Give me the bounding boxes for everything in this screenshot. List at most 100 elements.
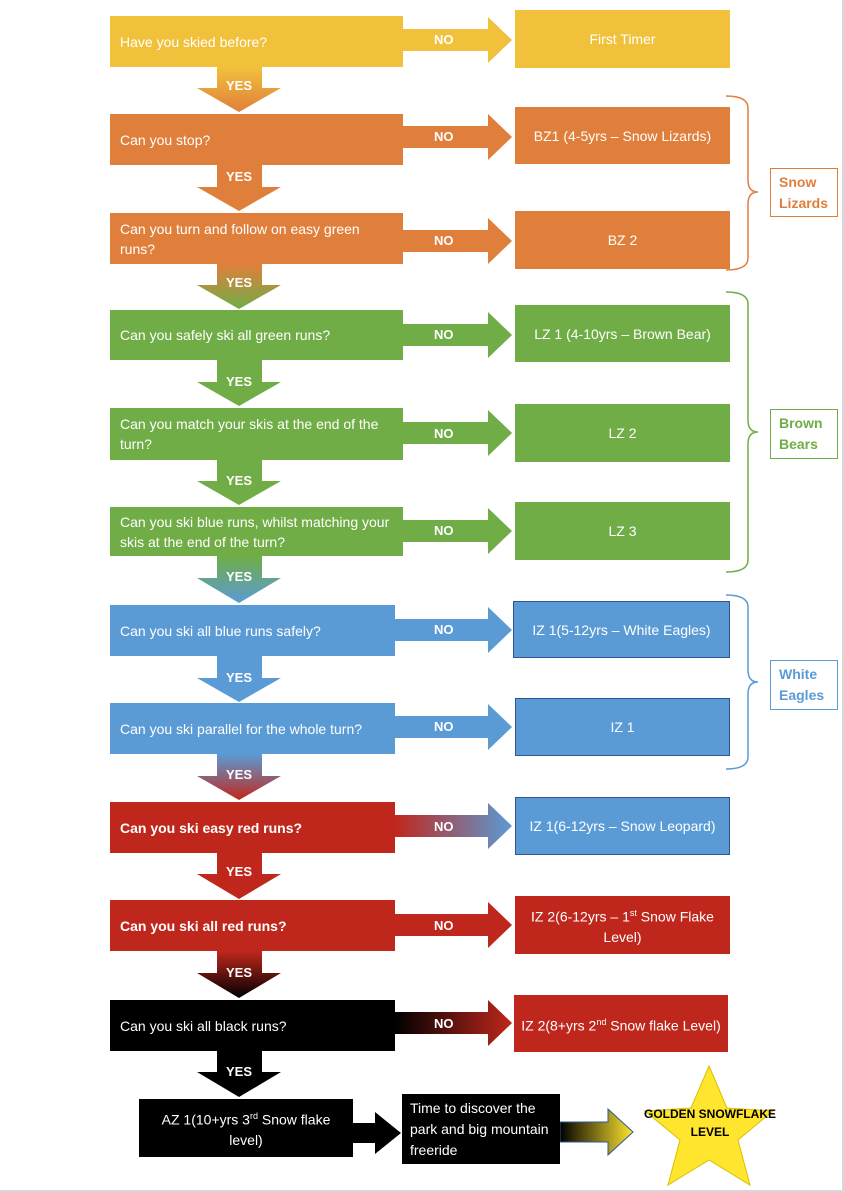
result-text: IZ 1	[610, 719, 635, 735]
group-label-brown-bears: Brown Bears	[770, 409, 838, 459]
no-arrow-5	[403, 410, 512, 456]
yes-arrow-2	[197, 165, 281, 211]
no-arrow-2	[403, 114, 512, 160]
result-text: IZ 1(6-12yrs – Snow Leopard)	[529, 818, 716, 834]
no-label: NO	[434, 233, 454, 248]
result-box-2: BZ1 (4-5yrs – Snow Lizards)	[515, 107, 730, 164]
question-text: Have you skied before?	[120, 33, 268, 50]
golden-star-shape	[643, 1064, 775, 1187]
no-label: NO	[434, 918, 454, 933]
yes-label: YES	[226, 78, 253, 93]
yes-label: YES	[226, 169, 253, 184]
no-arrow-11	[395, 1000, 512, 1046]
no-label: NO	[434, 523, 454, 538]
no-arrow-10	[395, 902, 512, 948]
question-box-6: Can you ski blue runs, whilst matching y…	[110, 507, 403, 556]
question-text: Can you ski blue runs, whilst matching y…	[120, 513, 390, 550]
result-text: BZ1 (4-5yrs – Snow Lizards)	[533, 127, 712, 144]
result-box-9: IZ 1(6-12yrs – Snow Leopard)	[515, 797, 730, 855]
no-label: NO	[434, 426, 454, 441]
yes-arrow-8	[197, 754, 281, 800]
question-box-7: Can you ski all blue runs safely?	[110, 605, 395, 656]
question-box-9: Can you ski easy red runs?	[110, 802, 395, 853]
az1-text-part: Snow flake level)	[229, 1111, 331, 1148]
result-text: First Timer	[589, 31, 656, 47]
question-text: Can you ski parallel for the whole turn?	[120, 720, 363, 737]
result-text-part: IZ 2(8+yrs 2	[521, 1017, 597, 1034]
az1-superscript: rd	[249, 1111, 258, 1122]
yes-label: YES	[226, 569, 253, 584]
yes-label: YES	[226, 864, 253, 879]
no-label: NO	[434, 1016, 454, 1031]
yes-arrow-3	[197, 264, 281, 309]
az1-box: AZ 1(10+yrs 3rd Snow flake level)	[139, 1099, 353, 1157]
yes-label: YES	[226, 965, 253, 980]
final-arrow-1	[353, 1112, 401, 1154]
question-text: Can you ski all black runs?	[120, 1017, 287, 1034]
bracket-brown-bears	[725, 291, 759, 573]
no-label: NO	[434, 622, 454, 637]
result-superscript: nd	[596, 1016, 607, 1027]
question-box-1: Have you skied before?	[110, 16, 403, 67]
no-arrow-9	[395, 803, 512, 849]
no-label: NO	[434, 719, 454, 734]
result-text: LZ 3	[608, 523, 637, 539]
final-arrow-2	[559, 1107, 634, 1157]
golden-snowflake-label: GOLDEN SNOWFLAKE LEVEL	[644, 1107, 776, 1139]
result-box-8: IZ 1	[515, 698, 730, 756]
no-arrow-4	[403, 312, 512, 358]
result-superscript: st	[629, 908, 637, 919]
result-text: BZ 2	[607, 232, 638, 248]
az1-text-part: AZ 1(10+yrs 3	[161, 1111, 250, 1128]
no-label: NO	[434, 819, 454, 834]
question-text: Can you ski easy red runs?	[120, 819, 303, 836]
no-label: NO	[434, 32, 454, 47]
question-text: Can you ski all red runs?	[120, 917, 287, 934]
discover-text: Time to discover the park and big mounta…	[410, 1099, 549, 1158]
result-box-5: LZ 2	[515, 404, 730, 462]
page-edge	[0, 1190, 844, 1192]
yes-label: YES	[226, 670, 253, 685]
question-box-10: Can you ski all red runs?	[110, 900, 395, 951]
yes-arrow-11	[197, 1051, 281, 1097]
yes-arrow-1	[197, 67, 281, 112]
yes-arrow-10	[197, 951, 281, 998]
result-box-4: LZ 1 (4-10yrs – Brown Bear)	[515, 305, 730, 362]
question-text: Can you safely ski all green runs?	[120, 327, 331, 343]
yes-arrow-4	[197, 360, 281, 406]
question-text: Can you stop?	[120, 131, 211, 148]
no-arrow-3	[403, 218, 512, 264]
group-label-white-eagles: White Eagles	[770, 660, 838, 710]
result-box-10: IZ 2(6-12yrs – 1st Snow Flake Level)	[515, 896, 730, 954]
yes-label: YES	[226, 275, 253, 290]
bracket-white-eagles	[725, 594, 759, 770]
bracket-snow-lizards	[725, 95, 759, 271]
question-text: Can you match your skis at the end of th…	[120, 416, 379, 452]
yes-label: YES	[226, 473, 253, 488]
yes-arrow-7	[197, 656, 281, 702]
result-text: LZ 1 (4-10yrs – Brown Bear)	[534, 325, 711, 342]
no-arrow-1	[403, 17, 512, 63]
no-label: NO	[434, 129, 454, 144]
result-box-11: IZ 2(8+yrs 2nd Snow flake Level)	[514, 995, 728, 1052]
result-box-6: LZ 3	[515, 502, 730, 560]
discover-box: Time to discover the park and big mounta…	[402, 1094, 560, 1164]
result-box-1: First Timer	[515, 10, 730, 68]
yes-arrow-9	[197, 853, 281, 899]
result-text-part: Snow Flake Level)	[603, 908, 714, 945]
az1-text: AZ 1(10+yrs 3rd Snow flake level)	[145, 1106, 347, 1150]
question-text: Can you ski all blue runs safely?	[120, 622, 321, 639]
result-text-part: IZ 2(6-12yrs – 1	[531, 908, 630, 925]
result-text: IZ 1(5-12yrs – White Eagles)	[532, 621, 711, 638]
result-text: IZ 2(8+yrs 2nd Snow flake Level)	[521, 1012, 721, 1036]
yes-arrow-5	[197, 460, 281, 505]
yes-arrow-6	[197, 556, 281, 603]
question-box-3: Can you turn and follow on easy green ru…	[110, 213, 403, 264]
yes-label: YES	[226, 767, 253, 782]
question-box-2: Can you stop?	[110, 114, 403, 165]
yes-label: YES	[226, 1064, 253, 1079]
result-text: IZ 2(6-12yrs – 1st Snow Flake Level)	[521, 903, 724, 947]
no-arrow-8	[395, 704, 512, 750]
no-arrow-7	[395, 607, 512, 653]
